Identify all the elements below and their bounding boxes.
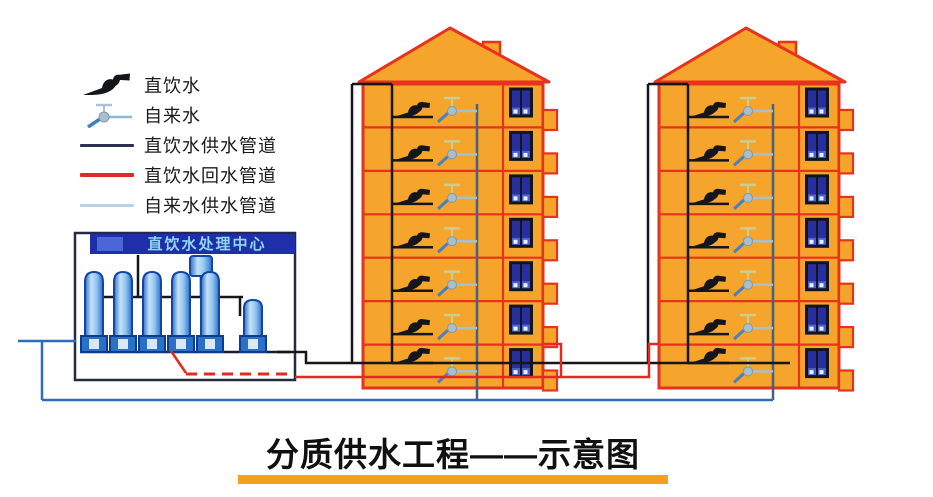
treatment-center: 直饮水处理中心 bbox=[73, 231, 297, 382]
legend-label: 直饮水供水管道 bbox=[144, 136, 277, 156]
treatment-center-header bbox=[90, 234, 295, 254]
legend-label: 自来水供水管道 bbox=[144, 196, 277, 216]
top-tank bbox=[189, 255, 213, 277]
purification-column bbox=[196, 271, 224, 353]
purification-column bbox=[80, 271, 108, 353]
legend-label: 自来水 bbox=[144, 106, 201, 126]
direct-water-supply-line-icon bbox=[80, 143, 144, 147]
legend-label: 直饮水回水管道 bbox=[144, 166, 277, 186]
legend-item-return-pipe: 直饮水回水管道 bbox=[80, 160, 277, 190]
legend: 直饮水 自来水 直饮水供水管道 直饮水 bbox=[80, 70, 277, 220]
title-underline bbox=[238, 475, 668, 484]
building-1 bbox=[352, 28, 557, 400]
legend-item-tapwater-pipe: 自来水供水管道 bbox=[80, 190, 277, 220]
tap-water-tap-icon bbox=[80, 102, 144, 128]
legend-item-direct-water: 直饮水 bbox=[80, 70, 277, 100]
treatment-center-header-badge bbox=[97, 237, 123, 251]
purification-column-short bbox=[239, 299, 267, 353]
legend-item-tap-water: 自来水 bbox=[80, 100, 277, 130]
legend-label: 直饮水 bbox=[144, 76, 201, 96]
diagram-title: 分质供水工程——示意图 bbox=[266, 436, 640, 473]
direct-water-return-line-icon bbox=[80, 173, 144, 177]
direct-water-return-main bbox=[169, 342, 660, 379]
purification-column bbox=[138, 271, 166, 353]
building-2 bbox=[648, 28, 853, 400]
purification-column bbox=[109, 271, 137, 353]
diagram-title-wrap: 分质供水工程——示意图 bbox=[238, 428, 668, 476]
tap-water-supply-line-icon bbox=[80, 203, 144, 207]
direct-water-tap-icon bbox=[80, 73, 144, 97]
treatment-center-label: 直饮水处理中心 bbox=[147, 235, 266, 253]
legend-item-supply-pipe: 直饮水供水管道 bbox=[80, 130, 277, 160]
purification-column bbox=[167, 271, 195, 353]
direct-water-supply-main bbox=[277, 350, 790, 365]
tap-water-main-pipe bbox=[18, 339, 773, 402]
